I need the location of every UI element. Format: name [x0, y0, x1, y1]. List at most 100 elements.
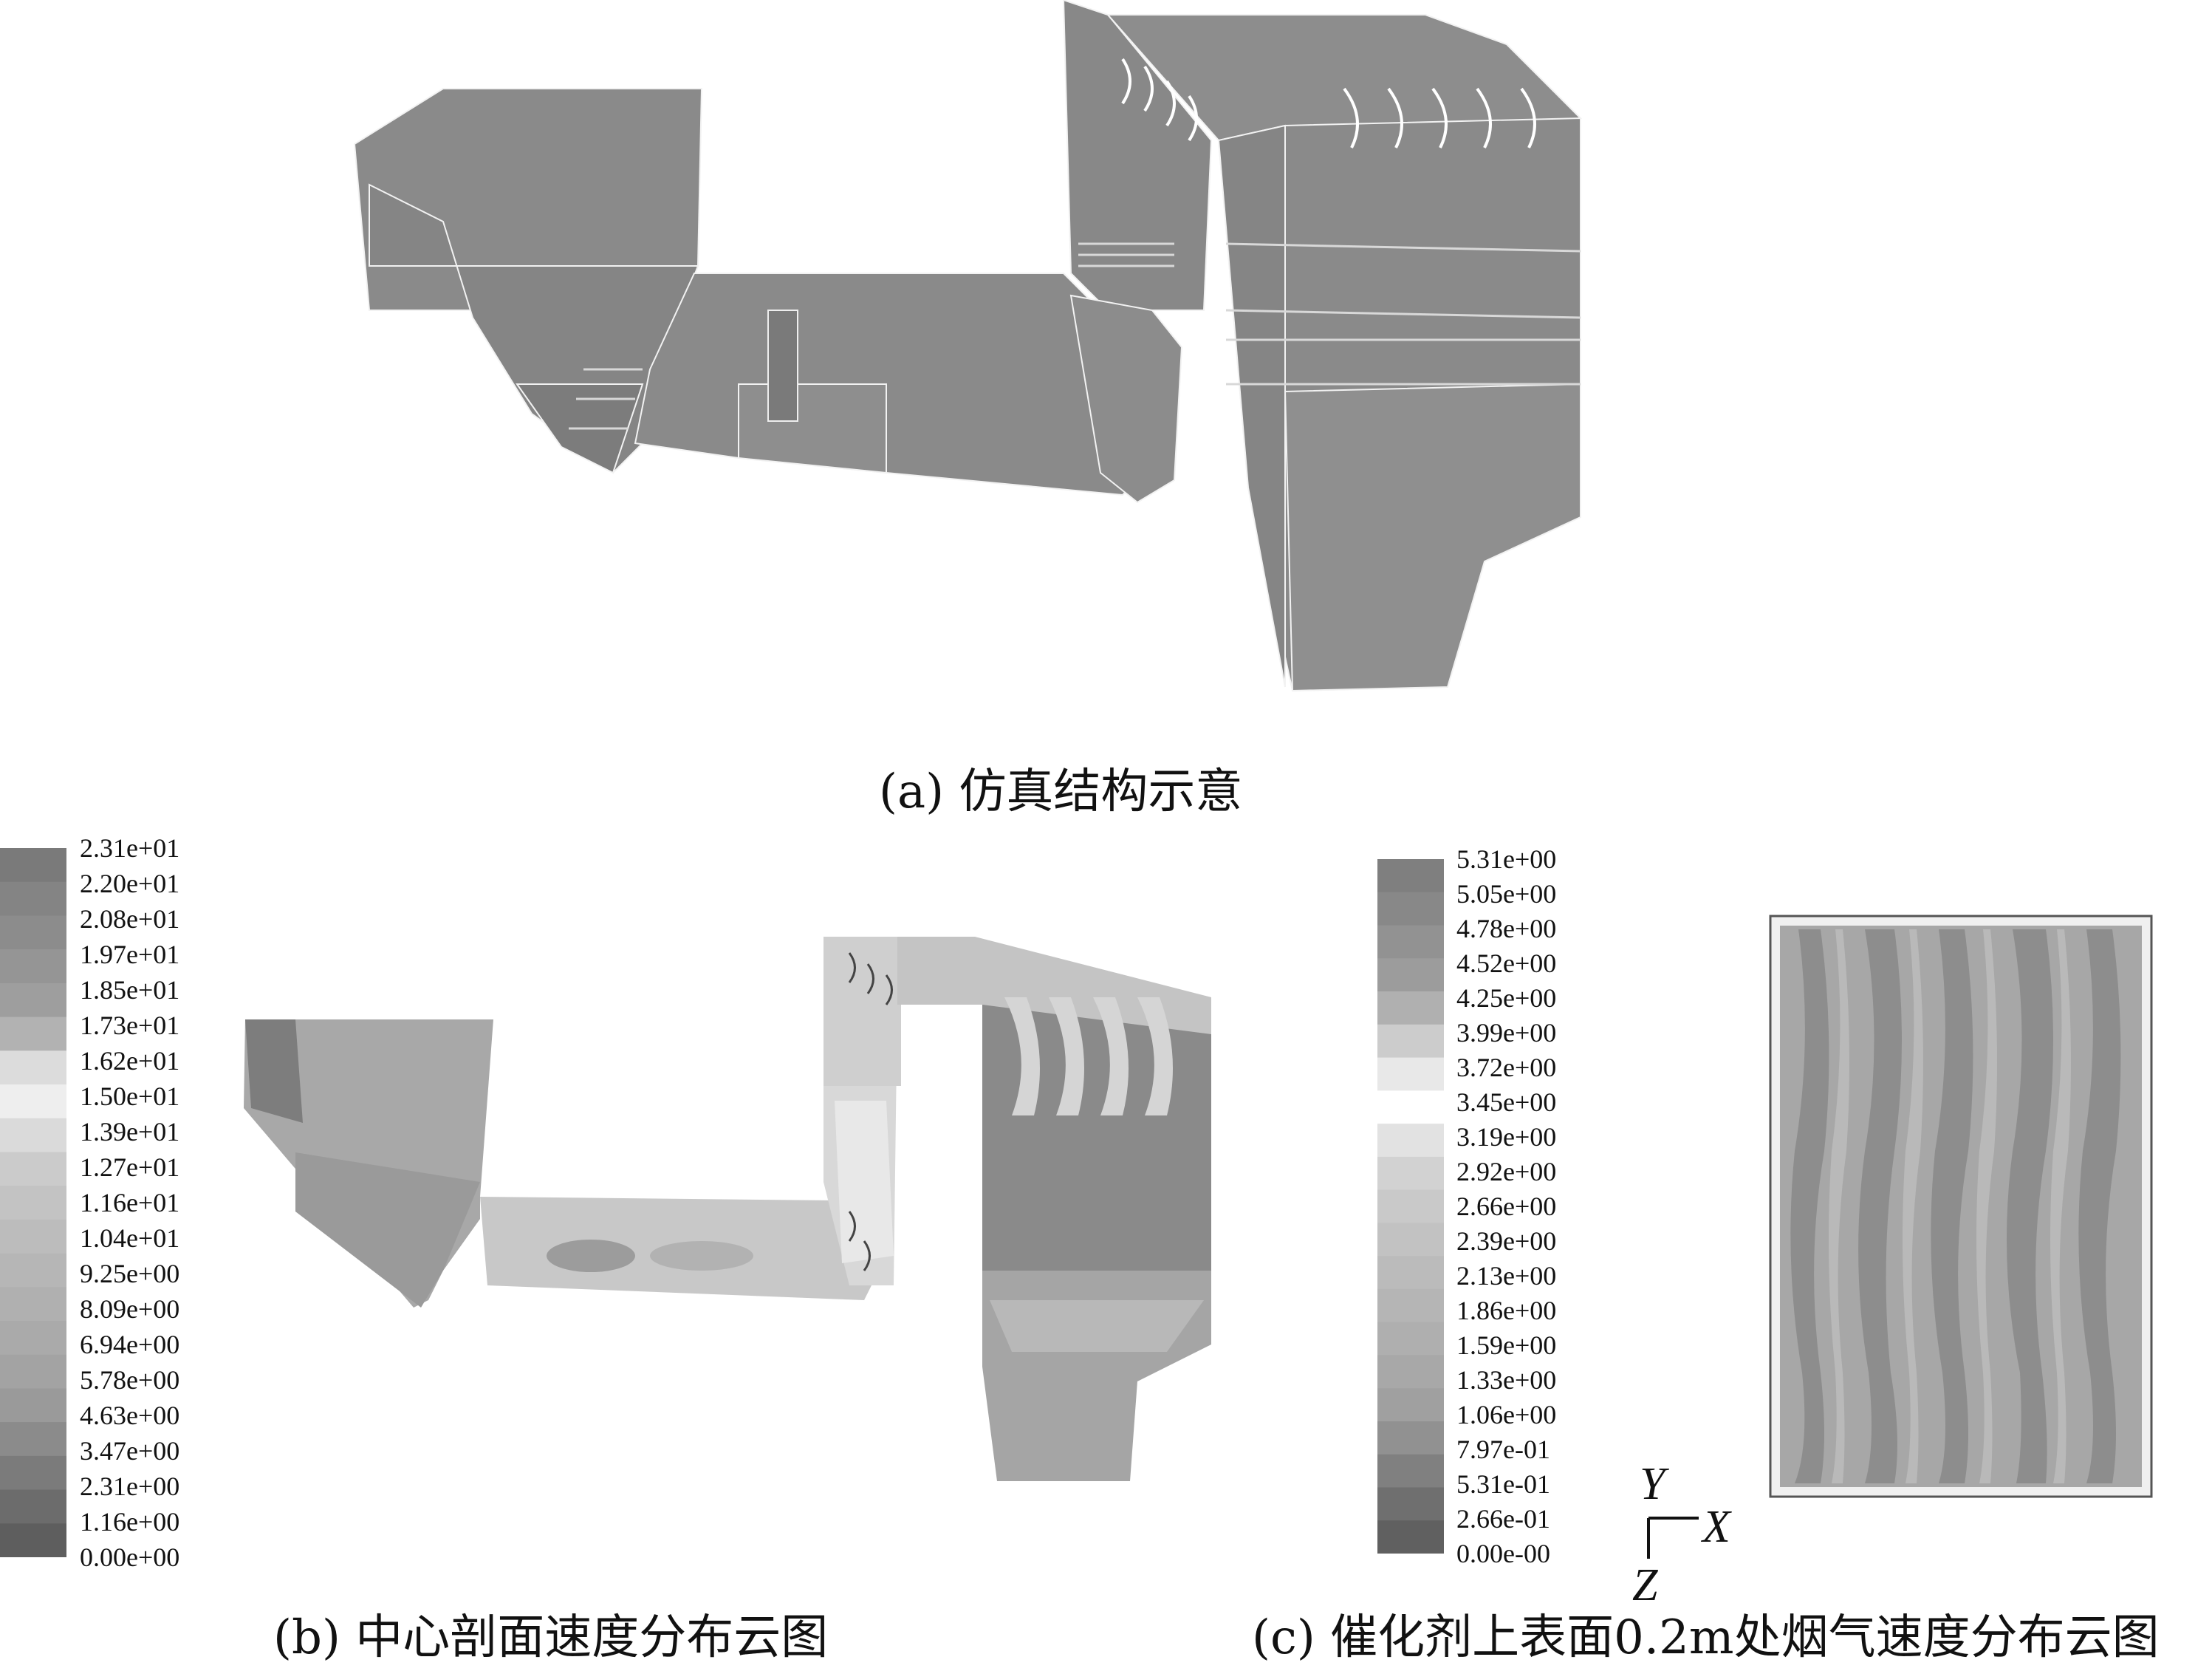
catalyst-contour-svg [1769, 915, 2153, 1498]
riser-lower [1069, 294, 1183, 504]
colorbar-swatch [0, 1016, 66, 1051]
colorbar-swatch [1377, 991, 1444, 1025]
colorbar-swatch [1377, 1454, 1444, 1488]
colorbar-swatch [1377, 1057, 1444, 1091]
colorbar-tick-label: 0.00e-00 [1456, 1539, 1550, 1568]
colorbar-tick-label: 6.94e+00 [80, 1330, 180, 1359]
colorbar-tick-label: 5.31e+00 [1456, 844, 1557, 874]
colorbar-tick-label: 5.78e+00 [80, 1365, 180, 1395]
colorbar-tick-label: 4.63e+00 [80, 1401, 180, 1430]
colorbar-swatch [1377, 1189, 1444, 1223]
colorbar-tick-label: 0.00e+00 [80, 1542, 180, 1572]
colorbar-tick-label: 2.31e+01 [80, 833, 180, 863]
colorbar-tick-label: 2.08e+01 [80, 904, 180, 934]
axes-triad [1625, 1455, 1743, 1618]
colorbar-swatch [1377, 1223, 1444, 1257]
colorbar-tick-label: 1.33e+00 [1456, 1365, 1557, 1395]
colorbar-swatch [1377, 925, 1444, 959]
colorbar-c [1377, 859, 1444, 1554]
colorbar-tick-label: 1.73e+01 [80, 1011, 180, 1040]
colorbar-tick-label: 1.59e+00 [1456, 1330, 1557, 1360]
caption-c: (c) 催化剂上表面0.2m处烟气速度分布云图 [1252, 1610, 2160, 1665]
colorbar-tick-label: 5.05e+00 [1456, 879, 1557, 909]
colorbar-swatch [1377, 1388, 1444, 1422]
colorbar-tick-label: 1.62e+01 [80, 1046, 180, 1076]
colorbar-tick-label: 5.31e-01 [1456, 1469, 1550, 1499]
colorbar-tick-label: 4.78e+00 [1456, 914, 1557, 943]
colorbar-tick-label: 4.52e+00 [1456, 949, 1557, 978]
turning-vanes [1121, 58, 1536, 148]
colorbar-tick-label: 1.39e+01 [80, 1117, 180, 1147]
colorbar-swatch [1377, 1520, 1444, 1554]
colorbar-tick-label: 3.19e+00 [1456, 1122, 1557, 1152]
colorbar-swatch [0, 949, 66, 984]
flue-low-speed-zone [547, 1240, 635, 1272]
colorbar-tick-label: 3.72e+00 [1456, 1053, 1557, 1082]
panel-b-velocity-contour [236, 923, 1226, 1492]
colorbar-tick-label: 1.16e+01 [80, 1188, 180, 1217]
colorbar-swatch [0, 915, 66, 950]
colorbar-swatch [0, 1388, 66, 1423]
colorbar-tick-label: 7.97e-01 [1456, 1435, 1550, 1464]
left-hopper-edge [245, 1019, 303, 1123]
axes-triad-svg [1647, 1517, 1699, 1559]
colorbar-swatch [1377, 1156, 1444, 1191]
colorbar-tick-label: 4.25e+00 [1456, 983, 1557, 1013]
colorbar-tick-label: 1.86e+00 [1456, 1296, 1557, 1325]
structure-model-svg [353, 0, 1583, 692]
colorbar-swatch [1377, 1090, 1444, 1124]
contour-vanes [848, 952, 893, 1271]
colorbar-tick-label: 2.20e+01 [80, 869, 180, 898]
colorbar-swatch [0, 881, 66, 916]
colorbar-swatch [0, 1489, 66, 1524]
colorbar-tick-label: 1.06e+00 [1456, 1400, 1557, 1429]
axis-y-label: Y [1640, 1459, 1665, 1509]
colorbar-swatch [0, 1455, 66, 1491]
colorbar-b [0, 848, 66, 1557]
colorbar-swatch [1377, 1288, 1444, 1323]
caption-a: (a) 仿真结构示意 [879, 765, 1243, 819]
colorbar-tick-label: 1.50e+01 [80, 1081, 180, 1111]
colorbar-tick-label: 3.45e+00 [1456, 1087, 1557, 1117]
panel-a-structure [347, 0, 1617, 702]
vane-wakes [1004, 997, 1173, 1115]
velocity-contour-svg [244, 937, 1211, 1481]
colorbar-swatch [0, 1287, 66, 1322]
colorbar-swatch [1377, 1024, 1444, 1059]
reactor-front [1284, 383, 1581, 692]
colorbar-swatch [1377, 1124, 1444, 1158]
colorbar-swatch [1377, 859, 1444, 893]
colorbar-tick-label: 2.66e+00 [1456, 1192, 1557, 1221]
colorbar-swatch [0, 1152, 66, 1186]
guide-plate [767, 310, 798, 422]
flue-mid-zone [650, 1241, 753, 1271]
axis-z-label: Z [1632, 1560, 1658, 1610]
colorbar-swatch [0, 1084, 66, 1119]
colorbar-swatch [0, 1219, 66, 1254]
colorbar-swatch [0, 1253, 66, 1288]
colorbar-swatch [0, 1523, 66, 1557]
reactor-lower-band [990, 1300, 1204, 1352]
velocity-light-bands [1829, 929, 2071, 1483]
flue-side [738, 383, 887, 474]
colorbar-swatch [1377, 1322, 1444, 1356]
caption-b: (b) 中心剖面速度分布云图 [273, 1610, 829, 1665]
colorbar-tick-label: 3.47e+00 [80, 1436, 180, 1466]
colorbar-swatch [1377, 958, 1444, 992]
colorbar-tick-label: 1.16e+00 [80, 1507, 180, 1537]
colorbar-swatch [1377, 892, 1444, 926]
colorbar-tick-label: 9.25e+00 [80, 1259, 180, 1288]
colorbar-swatch [0, 1422, 66, 1457]
colorbar-swatch [0, 1118, 66, 1152]
colorbar-tick-label: 2.39e+00 [1456, 1226, 1557, 1256]
axis-x-label: X [1702, 1502, 1730, 1552]
colorbar-tick-label: 2.66e-01 [1456, 1504, 1550, 1534]
velocity-streaks [1790, 929, 2121, 1483]
colorbar-b-svg [0, 848, 66, 1557]
left-hopper-lower [295, 1152, 480, 1308]
colorbar-tick-label: 2.13e+00 [1456, 1261, 1557, 1291]
colorbar-swatch [0, 983, 66, 1018]
riser-upper [823, 937, 901, 1086]
colorbar-tick-label: 8.09e+00 [80, 1294, 180, 1324]
colorbar-swatch [1377, 1421, 1444, 1455]
